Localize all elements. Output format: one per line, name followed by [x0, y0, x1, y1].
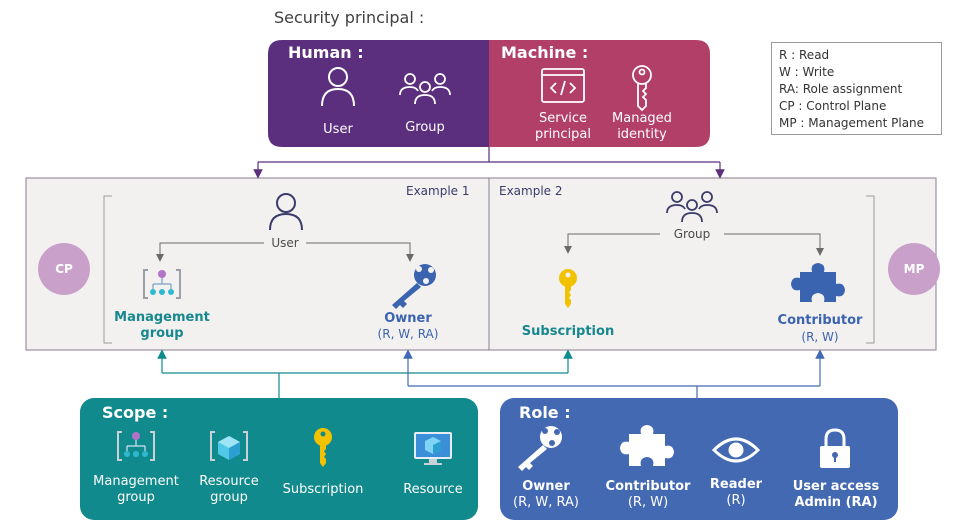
scope-connector [162, 372, 568, 398]
role-connector [408, 385, 820, 398]
managed-identity-label: Managed identity [606, 111, 678, 143]
role-item-owner-rights: (R, W, RA) [513, 495, 579, 510]
role-item-line1: User access [792, 479, 880, 494]
example1-management-group-icon [143, 269, 181, 299]
page-title: Security principal : [274, 8, 425, 27]
role-reader-eye-icon [711, 437, 761, 463]
example2-contributor-puzzle-icon [791, 263, 845, 302]
scope-item-line2: group [117, 490, 155, 505]
right-bracket [866, 195, 875, 344]
scope-item-line2: group [210, 490, 248, 505]
example1-owner-rights: (R, W, RA) [377, 327, 439, 341]
example2-group-icon [666, 191, 718, 223]
left-bracket [103, 195, 112, 344]
example1-owner-key-icon [392, 264, 436, 309]
legend-item: W : Write [779, 65, 835, 79]
role-item-line2: Admin (RA) [794, 495, 878, 510]
scope-item-line1: Management [93, 474, 179, 489]
example1-user-label: User [271, 236, 299, 250]
role-label: Role : [519, 403, 571, 422]
role-item-contributor: Contributor [605, 479, 691, 494]
group-icon [399, 73, 451, 105]
example2-label: Example 2 [499, 184, 563, 198]
legend-item: MP : Management Plane [779, 116, 925, 130]
examples-panel [25, 177, 937, 351]
legend-box: R : Read W : Write RA: Role assignment C… [771, 42, 942, 135]
management-plane-badge: MP [888, 243, 940, 295]
role-item-contributor-rights: (R, W) [627, 495, 669, 510]
machine-box [489, 40, 710, 147]
role-item-reader: Reader [709, 477, 763, 492]
example2-subscription-label: Subscription [521, 324, 615, 339]
role-item-user-access-admin: User access Admin (RA) [784, 479, 888, 511]
ex2-group-to-contrib [724, 233, 824, 256]
scope-item-resource-group: Resource group [192, 474, 266, 506]
scope-management-group-icon [117, 431, 155, 461]
example1-mg-line2: group [140, 326, 184, 341]
scope-resource-icon [414, 432, 452, 465]
example2-contributor-label: Contributor [777, 313, 863, 328]
scope-subscription-key-icon [314, 428, 332, 467]
scope-item-management-group: Management group [88, 474, 184, 506]
human-box [268, 40, 489, 147]
human-group-label: Group [405, 120, 445, 135]
principal-connector [258, 147, 720, 163]
role-contributor-puzzle-icon [620, 425, 674, 466]
scope-item-line1: Resource [199, 474, 259, 489]
ex1-user-to-mg [156, 242, 264, 262]
managed-identity-icon [632, 65, 652, 112]
scope-box [80, 398, 478, 520]
scope-item-subscription: Subscription [282, 482, 364, 497]
legend-item: CP : Control Plane [779, 99, 887, 113]
managed-identity-line1: Managed [612, 111, 672, 126]
human-user-label: User [323, 122, 353, 137]
scope-resource-group-icon [210, 431, 248, 461]
service-principal-line1: Service [538, 111, 588, 126]
role-box [500, 398, 898, 520]
legend-item: R : Read [779, 48, 830, 62]
example2-subscription-key-icon [559, 269, 577, 308]
scope-item-resource: Resource [403, 482, 463, 497]
ex2-group-to-sub [564, 233, 660, 254]
role-user-access-admin-lock-icon [820, 428, 850, 468]
role-owner-key-icon [518, 426, 562, 471]
example1-user-icon [269, 193, 303, 231]
service-principal-line2: principal [534, 127, 592, 142]
role-item-owner: Owner [522, 479, 570, 494]
example2-contributor-rights: (R, W) [801, 330, 839, 344]
scope-label: Scope : [102, 403, 169, 422]
legend-item: RA: Role assignment [779, 82, 903, 96]
machine-label: Machine : [501, 43, 589, 62]
example1-owner-label: Owner [384, 311, 432, 326]
example1-mg-line1: Management [114, 310, 210, 325]
example2-group-label: Group [673, 227, 711, 241]
example1-label: Example 1 [406, 184, 470, 198]
human-label: Human : [288, 43, 364, 62]
service-principal-icon [541, 68, 585, 103]
ex1-user-to-owner [306, 242, 414, 262]
managed-identity-line2: identity [617, 127, 667, 142]
role-item-reader-rights: (R) [726, 493, 746, 508]
example1-management-group-label: Management group [108, 310, 216, 342]
service-principal-label: Service principal [528, 111, 598, 143]
control-plane-badge: CP [38, 243, 90, 295]
user-icon [321, 67, 355, 107]
